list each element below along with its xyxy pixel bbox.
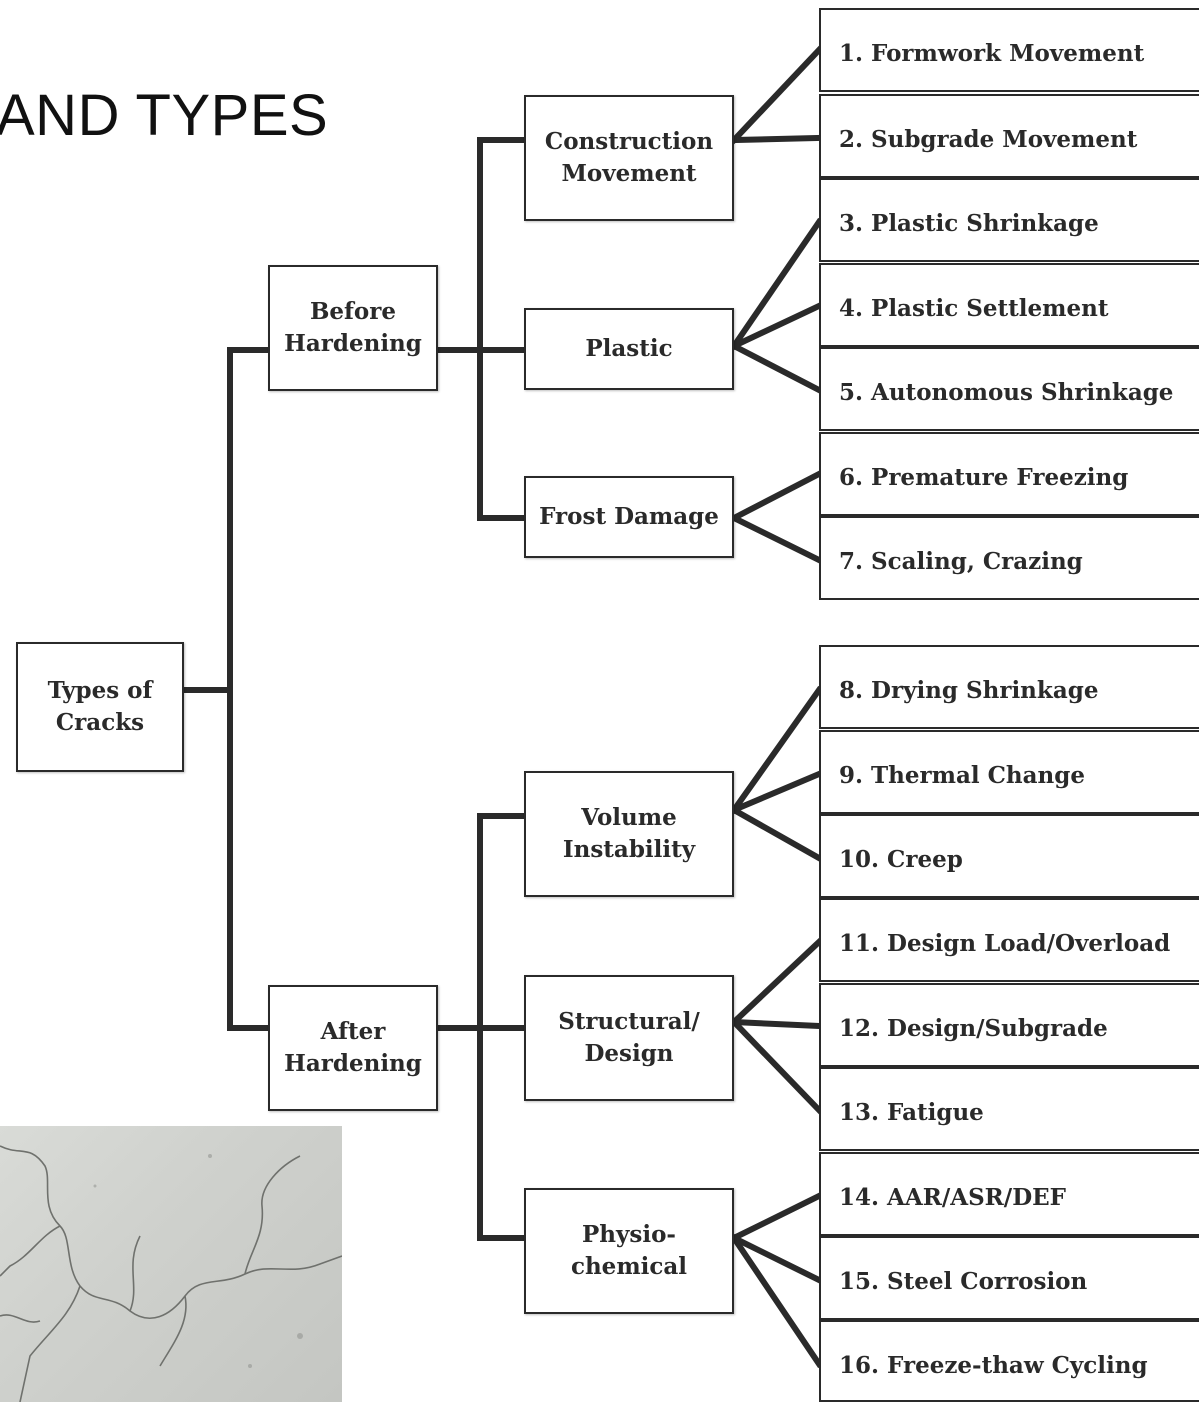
phase-label-line2: Hardening	[284, 1050, 422, 1077]
leaf-4: 4. Plastic Settlement	[819, 263, 1199, 347]
leaf-9: 9. Thermal Change	[819, 730, 1199, 814]
root-label-line1: Types of	[47, 676, 153, 704]
group-label-line1: Volume	[581, 803, 677, 831]
group-structural-design: Structural/Design	[524, 975, 734, 1101]
leaf-5: 5. Autonomous Shrinkage	[819, 347, 1199, 431]
leaf-3: 3. Plastic Shrinkage	[819, 178, 1199, 262]
phase-label-line1: Before	[309, 297, 397, 325]
leaf-6: 6. Premature Freezing	[819, 432, 1199, 516]
leaf-13: 13. Fatigue	[819, 1067, 1199, 1151]
group-label-line2: chemical	[570, 1253, 688, 1280]
crack-pattern	[0, 1145, 342, 1402]
slide-title: AND TYPES	[0, 83, 329, 148]
group-plastic: Plastic	[524, 308, 734, 390]
root-node-types-of-cracks: Types of Cracks	[16, 642, 184, 772]
leaf-2: 2. Subgrade Movement	[819, 94, 1199, 178]
group-label-line1: Frost Damage	[539, 502, 719, 530]
group-label-line1: Physio-	[582, 1220, 676, 1248]
leaf-1: 1. Formwork Movement	[819, 8, 1199, 92]
group-label-line2: Movement	[561, 160, 697, 187]
leaf-12: 12. Design/Subgrade	[819, 983, 1199, 1067]
cracked-concrete-photo	[0, 1126, 342, 1402]
root-label-line2: Cracks	[55, 709, 145, 736]
phase-label-line2: Hardening	[284, 330, 422, 357]
group-label-line1: Construction	[544, 127, 714, 155]
group-label-line2: Design	[584, 1040, 674, 1067]
group-label-line2: Instability	[562, 836, 696, 863]
phase-label-line1: After	[320, 1017, 386, 1045]
leaf-15: 15. Steel Corrosion	[819, 1236, 1199, 1320]
leaf-10: 10. Creep	[819, 814, 1199, 898]
leaf-7: 7. Scaling, Crazing	[819, 516, 1199, 600]
leaf-16: 16. Freeze-thaw Cycling	[819, 1320, 1199, 1402]
leaf-14: 14. AAR/ASR/DEF	[819, 1152, 1199, 1236]
group-frost-damage: Frost Damage	[524, 476, 734, 558]
leaf-11: 11. Design Load/Overload	[819, 898, 1199, 982]
group-label-line1: Plastic	[585, 334, 673, 362]
leaf-8: 8. Drying Shrinkage	[819, 645, 1199, 729]
group-label-line1: Structural/	[558, 1007, 700, 1035]
group-physio-chemical: Physio-chemical	[524, 1188, 734, 1314]
